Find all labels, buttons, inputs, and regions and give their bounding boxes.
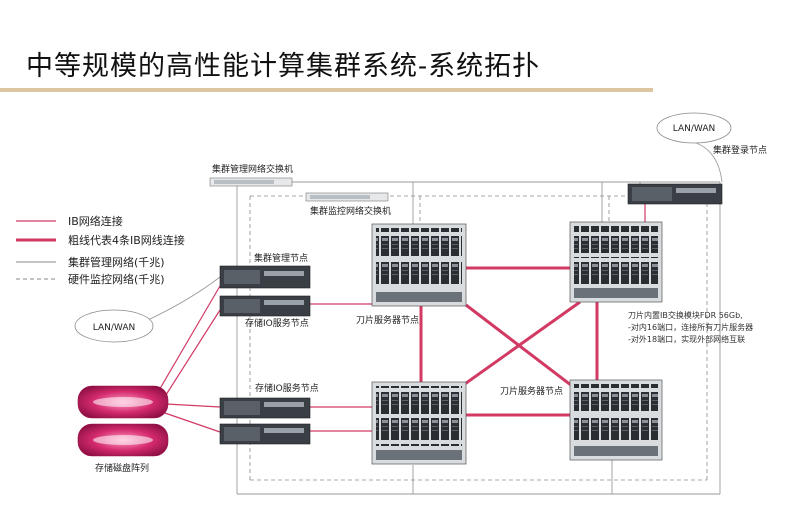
io-node-2: 存储IO服务节点 [219,382,319,419]
legend-mgmt-label: 集群管理网络(千兆) [68,255,165,269]
login-node-label: 集群登录节点 [713,144,767,156]
ib-module-note: 刀片内置IB交换模块FDR 56Gb, -对内16端口，连接所有刀片服务器 -对… [628,310,753,344]
io-node-1: 存储IO服务节点 [219,295,311,329]
mgmt-node-label: 集群管理节点 [254,252,308,264]
blade-chassis-bottom-right [569,379,663,461]
ib-links [157,204,646,433]
mgmt-switch-label: 集群管理网络交换机 [212,163,293,175]
note-line-3: -对外18端口，实现外部网络互联 [628,334,745,344]
mgmt-node: 集群管理节点 [219,252,311,289]
io-node-1-label: 存储IO服务节点 [245,317,309,329]
io-node-3 [219,423,311,445]
legend-ib-label: IB网络连接 [68,214,123,228]
note-line-2: -对内16端口，连接所有刀片服务器 [628,322,753,332]
lan-wan-left-label: LAN/WAN [93,323,135,333]
legend-thick-label: 粗线代表4条IB网线连接 [68,233,185,247]
storage-array-1 [77,385,169,419]
login-node: 集群登录节点 [627,144,767,205]
monitor-switch-label: 集群监控网络交换机 [310,205,391,217]
blade-chassis-bottom-left [371,381,467,465]
legend: IB网络连接 粗线代表4条IB网线连接 集群管理网络(千兆) 硬件监控网络(千兆… [16,214,185,286]
blade-server-label-2: 刀片服务器节点 [500,385,563,397]
storage-array-2 [77,423,169,457]
monitor-switch: 集群监控网络交换机 [305,192,391,217]
lan-wan-left: LAN/WAN [74,309,154,343]
legend-hw-label: 硬件监控网络(千兆) [68,272,165,286]
title-underline [0,88,653,92]
blade-server-label-1: 刀片服务器节点 [356,314,419,326]
mgmt-switch: 集群管理网络交换机 [209,163,293,187]
lan-wan-top: LAN/WAN [656,112,732,144]
lan-wan-top-label: LAN/WAN [673,124,715,134]
page-title: 中等规模的高性能计算集群系统-系统拓扑 [26,51,541,82]
blade-chassis-top-left [371,223,467,307]
note-line-1: 刀片内置IB交换模块FDR 56Gb, [628,310,743,320]
storage-array-label: 存储磁盘阵列 [95,462,149,474]
blade-chassis-top-right [569,221,663,303]
io-node-2-label: 存储IO服务节点 [255,382,319,394]
